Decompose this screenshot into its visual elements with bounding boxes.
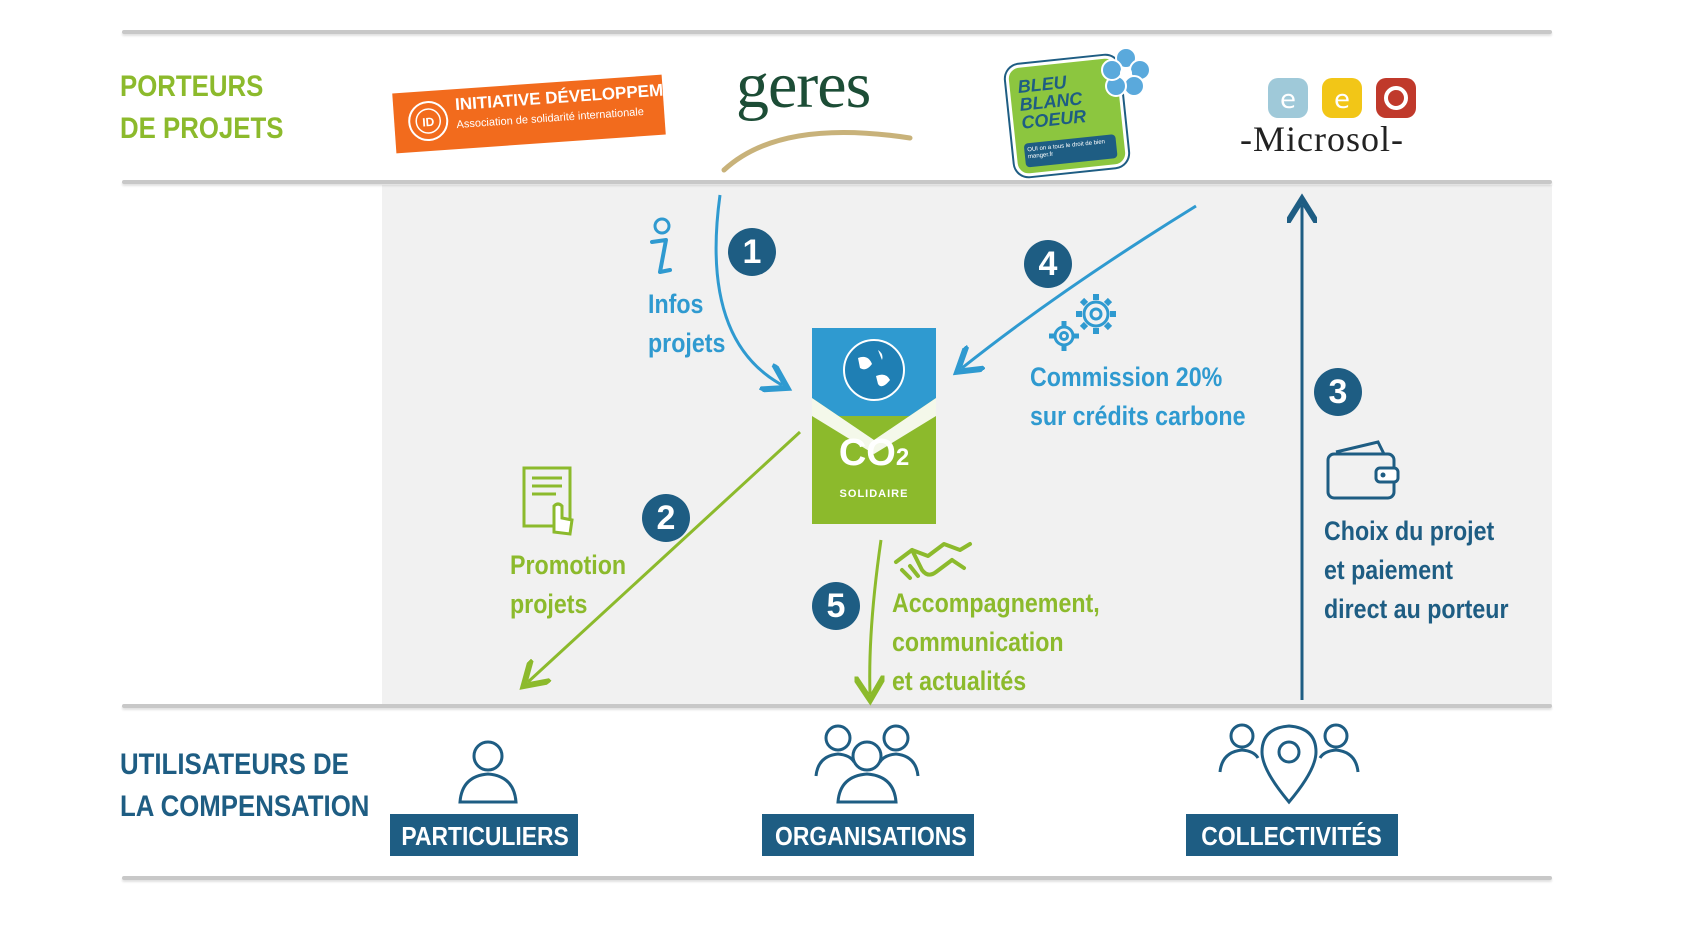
flower-icon <box>1101 47 1151 97</box>
co2-co: CO <box>838 432 896 474</box>
step-5-line: Accompagnement, <box>892 588 1100 618</box>
step-3-line: direct au porteur <box>1324 594 1509 624</box>
arrow-step2 <box>528 430 802 682</box>
organisations-button[interactable]: ORGANISATIONS <box>762 814 974 856</box>
step-2-line: projets <box>510 589 588 619</box>
svg-text:e: e <box>1280 85 1296 115</box>
id-seal-text: ID <box>422 115 435 130</box>
section-title-porteurs: PORTEURS DE PROJETS <box>120 66 283 150</box>
step-3-badge: 3 <box>1314 368 1362 416</box>
co2-tag: SOLIDAIRE <box>839 488 909 500</box>
handshake-icon <box>894 542 972 580</box>
section-title-utilisateurs: UTILISATEURS DE LA COMPENSATION <box>120 744 369 828</box>
middle-divider-bottom <box>122 704 1552 708</box>
step-1-label: Infos projets <box>648 285 725 363</box>
particuliers-label: PARTICULIERS <box>401 821 569 851</box>
section-title-line: DE PROJETS <box>120 112 284 145</box>
gears-icon <box>1049 294 1116 351</box>
section-title-line: UTILISATEURS DE <box>120 748 349 781</box>
microsol-logo: -Microsol- <box>1240 119 1404 159</box>
step-1-line: projets <box>648 328 726 358</box>
step-5-line: et actualités <box>892 666 1027 696</box>
info-icon <box>650 217 672 274</box>
arrow-step4 <box>962 204 1197 368</box>
co2-subscript: 2 <box>895 444 910 471</box>
arrow-step1 <box>714 194 782 385</box>
organisations-label: ORGANISATIONS <box>775 821 967 851</box>
step-4-label: Commission 20% sur crédits carbone <box>1030 358 1246 436</box>
step-4-line: sur crédits carbone <box>1030 401 1246 431</box>
top-divider <box>122 30 1552 34</box>
person-icon <box>458 740 518 804</box>
step-3-line: et paiement <box>1324 555 1454 585</box>
middle-divider-top <box>122 180 1552 184</box>
bottom-divider <box>122 876 1552 880</box>
co2-main-text: CO2 <box>812 432 936 475</box>
document-hand-icon <box>522 466 574 536</box>
step-2-line: Promotion <box>510 550 627 580</box>
microsol-squares-icon: e e <box>1268 78 1416 118</box>
svg-text:e: e <box>1334 85 1350 115</box>
step-2-badge: 2 <box>642 494 690 542</box>
step-1-line: Infos <box>648 289 704 319</box>
wallet-icon <box>1326 440 1400 500</box>
geres-swoosh-icon <box>721 129 913 173</box>
flow-panel <box>382 185 1552 705</box>
step-3-line: Choix du projet <box>1324 516 1495 546</box>
collectivites-label: COLLECTIVITÉS <box>1201 821 1383 851</box>
step-4-badge: 4 <box>1024 240 1072 288</box>
step-1-badge: 1 <box>728 228 776 276</box>
globe-icon <box>812 339 936 458</box>
particuliers-button[interactable]: PARTICULIERS <box>390 814 578 856</box>
co2-solidaire-logo: CO2 SOLIDAIRE <box>812 328 936 524</box>
geres-logo: geres <box>736 49 871 122</box>
step-5-line: communication <box>892 627 1064 657</box>
community-location-icon <box>1218 723 1360 805</box>
arrow-step5 <box>870 539 881 694</box>
step-4-line: Commission 20% <box>1030 362 1223 392</box>
step-2-label: Promotion projets <box>510 546 626 624</box>
step-5-badge: 5 <box>812 582 860 630</box>
section-title-line: PORTEURS <box>120 70 264 103</box>
initiative-developpement-logo: ID INITIATIVE DÉVELOPPEMENT Association … <box>392 74 698 154</box>
collectivites-button[interactable]: COLLECTIVITÉS <box>1186 814 1398 856</box>
group-icon <box>814 724 920 804</box>
step-3-label: Choix du projet et paiement direct au po… <box>1324 512 1509 629</box>
step-5-label: Accompagnement, communication et actuali… <box>892 584 1100 701</box>
id-seal-icon: ID <box>408 101 449 142</box>
section-title-line: LA COMPENSATION <box>120 790 370 823</box>
